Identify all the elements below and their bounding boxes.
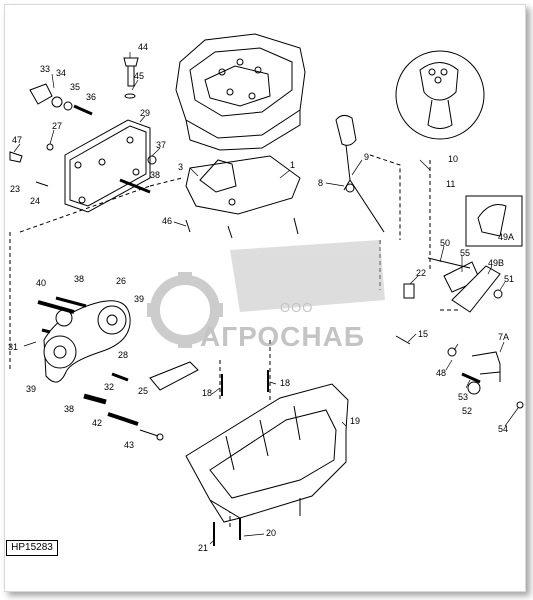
detail-49a bbox=[465, 195, 523, 247]
callout-39: 39 bbox=[26, 384, 36, 394]
callout-22: 22 bbox=[416, 268, 426, 278]
callout-15: 15 bbox=[418, 329, 428, 339]
callout-50: 50 bbox=[440, 238, 450, 248]
callout-42: 42 bbox=[92, 418, 102, 428]
callout-35: 35 bbox=[70, 82, 80, 92]
callout-29: 29 bbox=[140, 108, 150, 118]
callout-39: 39 bbox=[134, 294, 144, 304]
bracket-25 bbox=[149, 361, 199, 391]
callout-19: 19 bbox=[350, 416, 360, 426]
callout-3: 3 bbox=[178, 162, 183, 172]
watermark-company: АГРОСНАБ bbox=[200, 321, 365, 352]
callout-48: 48 bbox=[436, 368, 446, 378]
callout-54: 54 bbox=[498, 424, 508, 434]
watermark-prefix: ООО bbox=[280, 300, 313, 315]
callout-53: 53 bbox=[458, 392, 468, 402]
callout-40: 40 bbox=[36, 278, 46, 288]
belt-drive bbox=[37, 296, 131, 383]
shaft-parts bbox=[41, 328, 164, 441]
callout-31: 31 bbox=[8, 342, 18, 352]
callout-11: 11 bbox=[446, 179, 455, 189]
callout-10: 10 bbox=[448, 154, 458, 164]
callout-18: 18 bbox=[280, 378, 290, 388]
callout-37: 37 bbox=[156, 140, 166, 150]
callout-32: 32 bbox=[104, 382, 114, 392]
callout-49a: 49A bbox=[498, 232, 514, 242]
callout-27: 27 bbox=[52, 121, 62, 131]
callout-23: 23 bbox=[10, 184, 20, 194]
callout-34: 34 bbox=[56, 68, 66, 78]
callout-33: 33 bbox=[40, 64, 50, 74]
callout-51: 51 bbox=[504, 274, 514, 284]
lower-housing bbox=[185, 383, 349, 523]
callout-9: 9 bbox=[364, 152, 369, 162]
callout-7a: 7A bbox=[498, 332, 509, 342]
lever-7a bbox=[447, 347, 524, 409]
callout-44: 44 bbox=[138, 42, 148, 52]
callout-55: 55 bbox=[460, 248, 470, 258]
knob-parts bbox=[29, 83, 93, 116]
callout-46: 46 bbox=[162, 216, 172, 226]
callout-25: 25 bbox=[138, 386, 148, 396]
bolt-44 bbox=[123, 57, 139, 99]
callout-20: 20 bbox=[266, 528, 276, 538]
callout-45: 45 bbox=[134, 71, 144, 81]
callout-52: 52 bbox=[462, 406, 472, 416]
callout-47: 47 bbox=[12, 135, 22, 145]
mounting-bracket bbox=[64, 119, 151, 213]
callout-38: 38 bbox=[64, 404, 74, 414]
control-lever bbox=[335, 114, 385, 233]
cover-plate bbox=[185, 155, 301, 239]
callout-28: 28 bbox=[118, 350, 128, 360]
console-housing bbox=[175, 33, 306, 151]
callout-8: 8 bbox=[318, 178, 323, 188]
right-side-parts bbox=[395, 257, 503, 345]
callout-1: 1 bbox=[290, 160, 295, 170]
callout-43: 43 bbox=[124, 440, 134, 450]
watermark-logo: ООО АГРОСНАБ bbox=[147, 240, 385, 352]
pins bbox=[213, 370, 269, 546]
callout-38: 38 bbox=[150, 170, 160, 180]
callout-38: 38 bbox=[74, 274, 84, 284]
callout-26: 26 bbox=[116, 276, 126, 286]
callout-18: 18 bbox=[202, 388, 212, 398]
callout-49b: 49B bbox=[488, 258, 504, 268]
drawing-code: HP15283 bbox=[6, 540, 58, 556]
joystick-detail bbox=[395, 50, 485, 140]
callout-36: 36 bbox=[86, 92, 96, 102]
callout-24: 24 bbox=[30, 196, 40, 206]
callout-21: 21 bbox=[198, 543, 208, 553]
leader-lines bbox=[13, 52, 519, 545]
